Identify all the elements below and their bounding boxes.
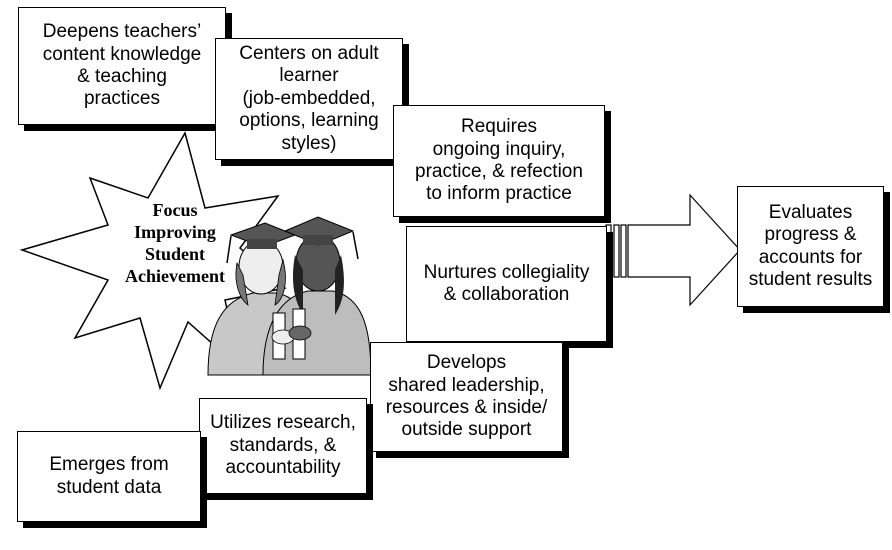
box-ongoing-inquiry: Requires ongoing inquiry, practice, & re… — [393, 105, 605, 217]
box-content-knowledge: Deepens teachers’ content knowledge & te… — [18, 7, 226, 125]
box-research-standards: Utilizes research, standards, & accounta… — [199, 398, 367, 494]
box-shared-leadership: Develops shared leadership, resources & … — [370, 342, 563, 452]
two-graduates-illustration — [207, 216, 372, 376]
focus-label: Focus Improving Student Achievement — [125, 200, 225, 286]
box-evaluates-progress: Evaluates progress & accounts for studen… — [737, 186, 884, 307]
box-adult-learner: Centers on adult learner (job-embedded, … — [215, 38, 403, 160]
box-student-data: Emerges from student data — [17, 431, 201, 522]
box-collegiality: Nurtures collegiality & collaboration — [406, 226, 607, 342]
